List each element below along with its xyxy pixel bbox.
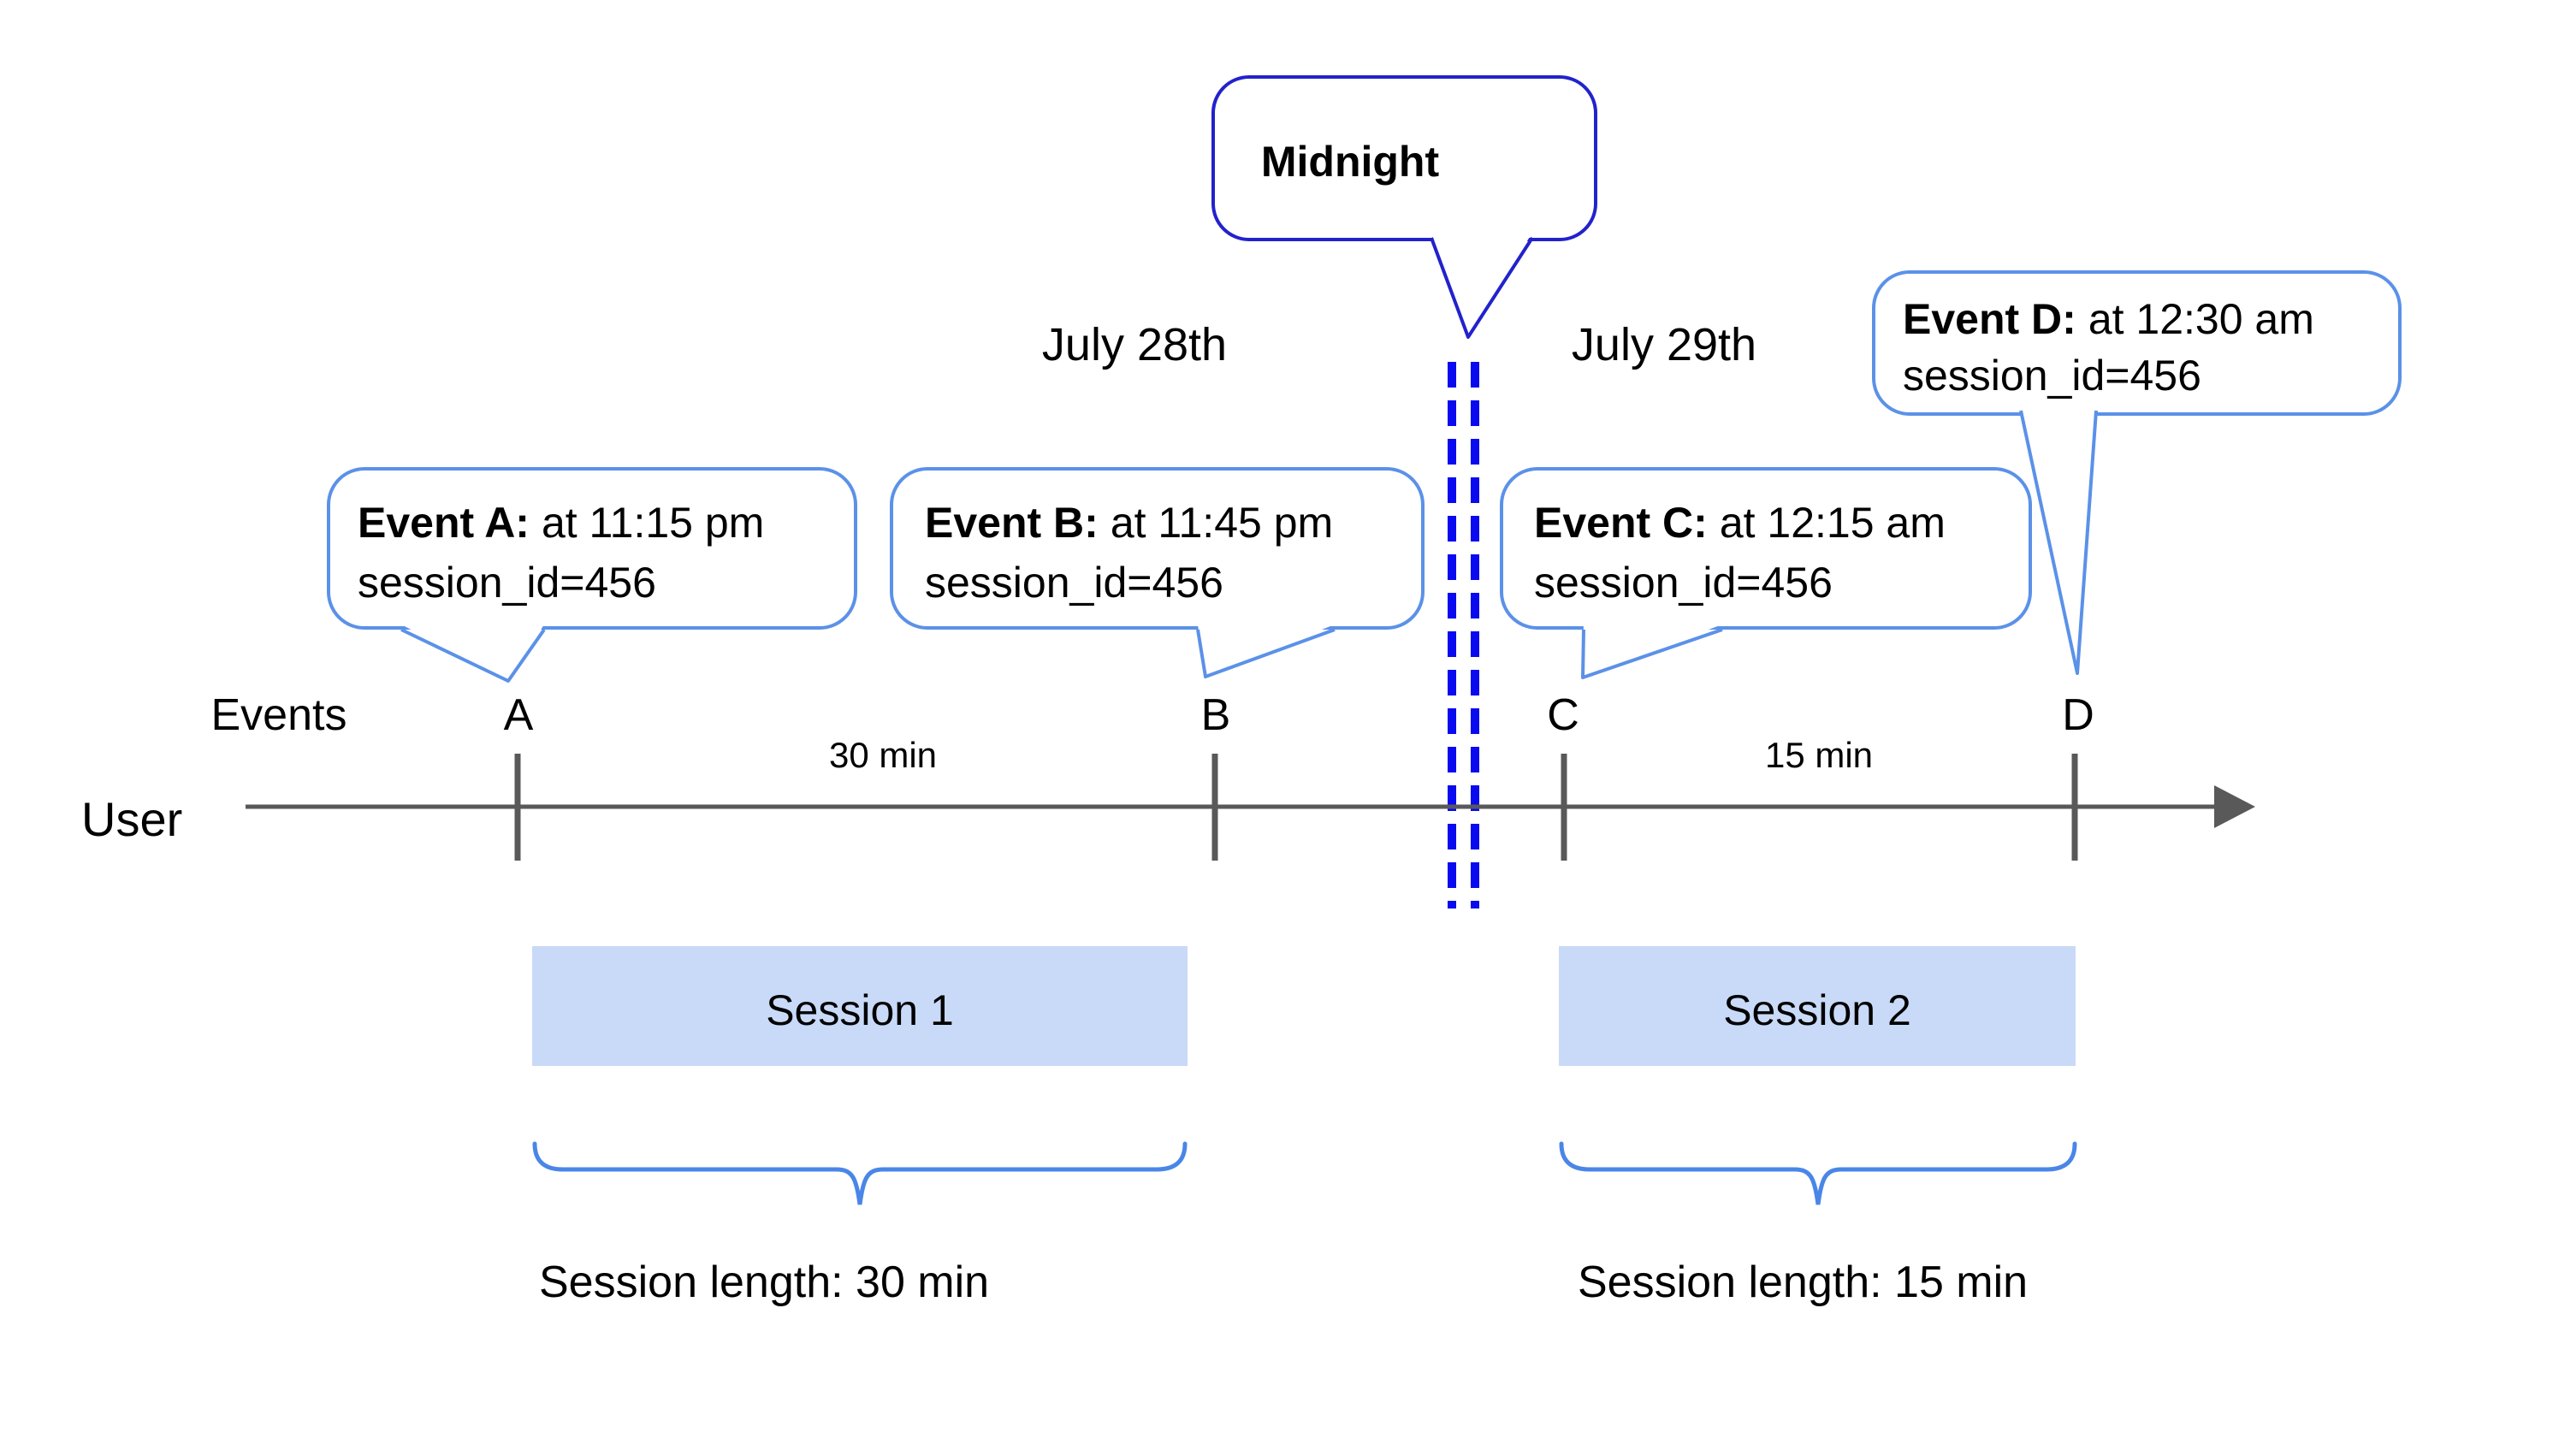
event-b-text-line1: Event B:at 11:45 pm: [925, 499, 1333, 547]
event-d-session-id: session_id=456: [1903, 352, 2201, 400]
event-d-title: Event D:: [1903, 295, 2076, 343]
interval-label-15min: 15 min: [1765, 735, 1873, 775]
event-b-bubble: [890, 467, 1425, 630]
event-d-bubble-tail-fill: [2021, 405, 2096, 672]
event-a-time: at 11:15 pm: [542, 499, 764, 547]
event-c-bubble-tail-fill: [1582, 624, 1722, 677]
midnight-divider: [1448, 362, 1479, 909]
user-row-label: User: [81, 792, 182, 846]
event-d-text-line1: Event D:at 12:30 am: [1903, 295, 2314, 343]
event-a-bubble: [327, 467, 857, 630]
session-2-brace: [1559, 1141, 2077, 1205]
event-b-callout: Event B:at 11:45 pm session_id=456: [890, 467, 1425, 678]
event-b-time: at 11:45 pm: [1111, 499, 1333, 547]
event-c-bubble-tail: [1581, 628, 1723, 679]
event-a-bubble-tail-fill: [401, 624, 544, 680]
midnight-label: Midnight: [1261, 138, 1440, 186]
event-c-callout: Event C:at 12:15 am session_id=456: [1500, 467, 2032, 679]
interval-label-30min: 30 min: [829, 735, 937, 775]
event-b-bubble-tail: [1196, 628, 1336, 678]
event-c-session-id: session_id=456: [1534, 559, 1833, 607]
event-c-text-line1: Event C:at 12:15 am: [1534, 499, 1946, 547]
event-a-title: Event A:: [358, 499, 530, 547]
event-c-title: Event C:: [1534, 499, 1708, 547]
midnight-bubble-tail-fill: [1431, 233, 1532, 336]
event-a-text-line1: Event A:at 11:15 pm: [358, 499, 764, 547]
event-d-time: at 12:30 am: [2088, 295, 2314, 343]
event-a-session-id: session_id=456: [358, 559, 656, 607]
timeline-axis: Events User A B C D 30 min 15 min: [81, 690, 2255, 861]
session-1-brace: [532, 1141, 1188, 1205]
session-1-label: Session 1: [766, 986, 954, 1034]
midnight-callout: Midnight: [1211, 75, 1597, 339]
tick-label-b: B: [1201, 690, 1231, 740]
events-row-label: Events: [211, 690, 347, 740]
event-a-callout: Event A:at 11:15 pm session_id=456: [327, 467, 857, 683]
tick-label-a: A: [504, 690, 534, 740]
event-c-time: at 12:15 am: [1720, 499, 1946, 547]
midnight-bubble: [1211, 75, 1597, 241]
session-2-box: [1559, 946, 2076, 1066]
event-d-bubble-tail: [2019, 410, 2098, 675]
session-2-group: Session 2 Session length: 15 min: [1559, 946, 2077, 1307]
event-d-bubble: [1872, 270, 2402, 416]
session-1-group: Session 1 Session length: 30 min: [532, 946, 1188, 1307]
event-c-bubble: [1500, 467, 2032, 630]
date-label-july-29: July 29th: [1572, 319, 1756, 370]
tick-label-c: C: [1547, 690, 1579, 740]
event-b-bubble-tail-fill: [1198, 624, 1335, 676]
event-b-session-id: session_id=456: [925, 559, 1223, 607]
date-label-july-28: July 28th: [1042, 319, 1227, 370]
event-a-bubble-tail: [400, 628, 546, 683]
session-2-length-label: Session length: 15 min: [1578, 1258, 2028, 1307]
session-2-label: Session 2: [1723, 986, 1911, 1034]
tick-label-d: D: [2062, 690, 2094, 740]
event-b-title: Event B:: [925, 499, 1099, 547]
timeline-arrowhead-icon: [2214, 785, 2255, 828]
event-d-callout: Event D:at 12:30 am session_id=456: [1872, 270, 2402, 675]
midnight-bubble-tail: [1430, 236, 1534, 339]
session-1-length-label: Session length: 30 min: [539, 1258, 989, 1307]
session-1-box: [532, 946, 1188, 1066]
